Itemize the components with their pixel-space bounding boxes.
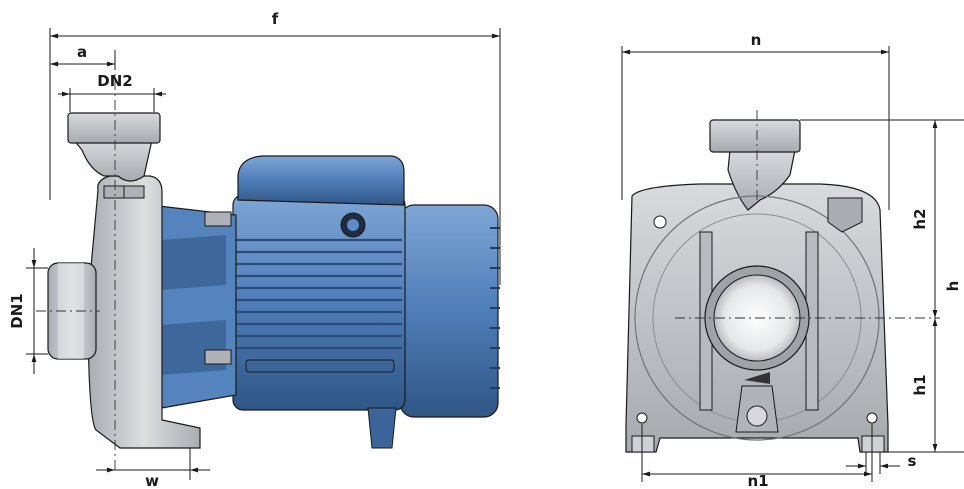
label-n: n	[751, 31, 762, 49]
motor-fan-cover	[399, 204, 500, 418]
side-view: f a DN2 DN1	[8, 10, 501, 489]
front-view: n h2 h1 h n1 s	[621, 31, 964, 489]
dimension-dn1: DN1	[8, 248, 48, 374]
label-h1: h1	[911, 374, 929, 395]
label-n1: n1	[747, 472, 768, 489]
label-dn1: DN1	[8, 293, 26, 328]
dimension-f: f	[49, 10, 501, 285]
motor-body	[232, 155, 406, 449]
dimension-n: n	[621, 31, 890, 210]
dimension-s: s	[846, 452, 917, 474]
label-s: s	[908, 452, 917, 470]
dimension-a: a	[50, 43, 116, 70]
label-a: a	[77, 43, 87, 61]
dimension-n1: n1	[641, 424, 873, 489]
dimension-heights: h2 h1 h	[800, 119, 964, 453]
label-h2: h2	[911, 208, 929, 229]
dimension-w: w	[96, 448, 210, 489]
front-housing	[625, 119, 889, 453]
dimension-dn2: DN2	[58, 72, 166, 112]
label-f: f	[272, 10, 279, 28]
label-h: h	[944, 281, 962, 292]
pump-bracket	[149, 204, 237, 411]
label-dn2: DN2	[97, 72, 132, 90]
label-w: w	[145, 472, 159, 489]
